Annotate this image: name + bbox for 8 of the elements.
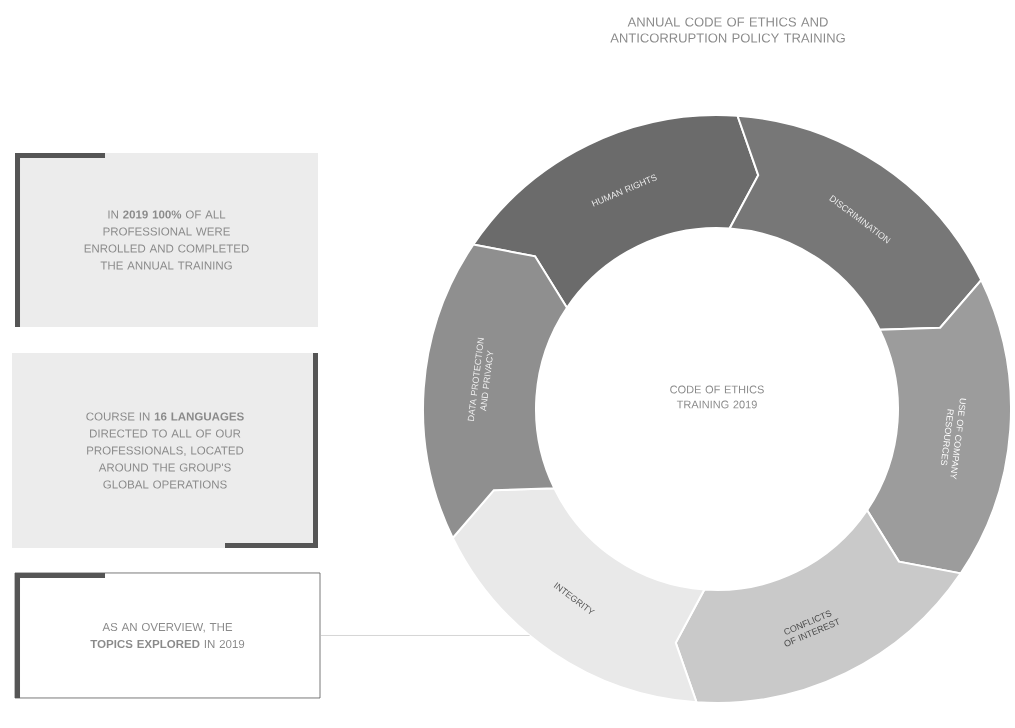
text-box: COURSE IN 16 LANGUAGES DIRECTED TO ALL OF OUR PROFESSIONALS, LOCATED AROUND THE GROUP'S GLOBAL OPERATIONS: [12, 353, 318, 548]
title: ANNUAL CODE OF ETHICS AND ANTICORRUPTION POLICY TRAINING: [610, 17, 845, 43]
leader-line: [320, 635, 530, 636]
text-box: AS AN OVERVIEW, THE TOPICS EXPLORED IN 2019: [14, 572, 321, 699]
text-box: IN 2019 100% OF ALL PROFESSIONAL WERE ENROLLED AND COMPLETED THE ANNUAL TRAINING: [15, 153, 318, 327]
ring-segment: USE OF COMPANY RESOURCES: [866, 279, 1012, 575]
ring-segment: DATA PROTECTION AND PRIVACY: [422, 243, 568, 539]
center-label: CODE OF ETHICS TRAINING 2019: [670, 385, 764, 409]
